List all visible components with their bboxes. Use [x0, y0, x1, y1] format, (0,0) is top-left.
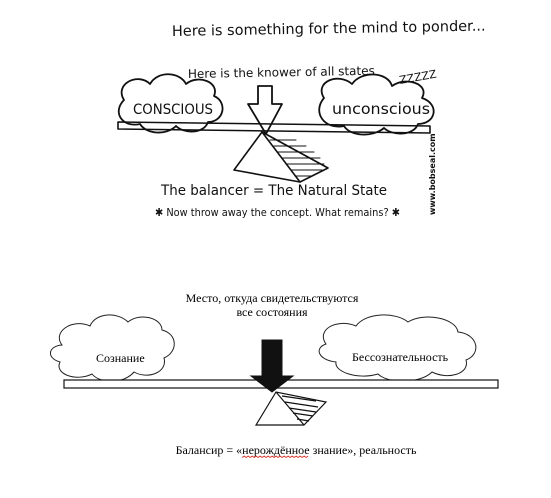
witness-label-line2: все состояния: [236, 305, 308, 319]
conscious-cloud-shape: [118, 73, 224, 134]
witness-label-line1: Место, откуда свидетельствуются: [186, 291, 359, 305]
unconscious-cloud-shape: [318, 73, 435, 136]
russian-diagram: Место, откуда свидетельствуются все сост…: [50, 291, 499, 459]
cartoon-equation: The balancer = The Natural State: [160, 183, 387, 199]
knower-label: Here is the knower of all states: [188, 64, 375, 81]
witness-arrow-icon: [249, 339, 295, 393]
cartoon-fulcrum: [233, 131, 329, 183]
spellcheck-underline: [241, 455, 309, 459]
conscious-cloud-label: CONSCIOUS: [133, 102, 213, 118]
unconsciousness-cloud-label: Бессознательность: [352, 350, 449, 364]
knower-arrow-icon: [247, 85, 283, 135]
unconsciousness-cloud-shape: [318, 314, 477, 382]
consciousness-cloud-label: Сознание: [96, 351, 145, 365]
unconscious-cloud-label: unconscious: [332, 100, 430, 118]
consciousness-cloud-shape: [50, 314, 175, 382]
diagram-fulcrum: [254, 391, 328, 426]
cartoon-plank: [117, 121, 431, 134]
credit-url: www.bobseal.com: [428, 133, 437, 215]
cartoon-footnote: ✱ Now throw away the concept. What remai…: [155, 206, 400, 219]
spellcheck-flagged-word: нерождённое: [242, 443, 310, 457]
hand-drawn-cartoon: Here is something for the mind to ponder…: [117, 19, 486, 219]
cartoon-header: Here is something for the mind to ponder…: [172, 19, 486, 40]
balancer-caption: Балансир = «нерождённое знание», реально…: [176, 443, 417, 457]
